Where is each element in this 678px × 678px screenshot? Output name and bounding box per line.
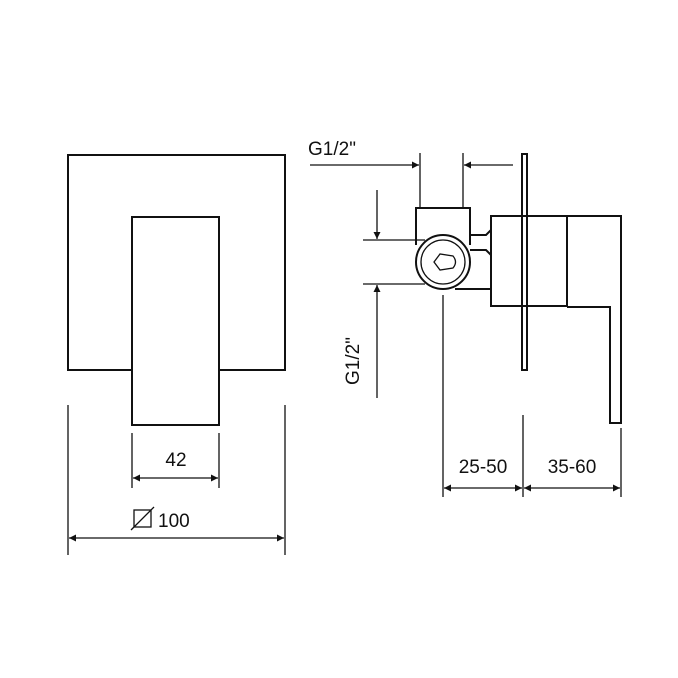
valve-body — [490, 215, 568, 307]
side-view: G1/2" G1/2" 25-50 35-60 — [308, 139, 622, 497]
diameter-icon — [130, 506, 155, 531]
dimension-label-100: 100 — [158, 511, 190, 532]
thread-label-side: G1/2" — [343, 337, 364, 385]
outlet-key — [433, 253, 457, 271]
fitting-top — [415, 207, 471, 245]
dimension-label-35-60: 35-60 — [548, 457, 597, 478]
thread-outlet-outer — [415, 234, 471, 290]
handle-outline — [131, 216, 220, 426]
thread-label-top: G1/2" — [308, 139, 356, 160]
lever-handle — [567, 215, 622, 424]
wall-plate — [521, 153, 528, 371]
dimension-label-42: 42 — [165, 450, 186, 471]
dimension-label-25-50: 25-50 — [459, 457, 508, 478]
front-view: 42 100 — [67, 154, 286, 555]
connector — [470, 229, 492, 256]
thread-outlet-inner — [420, 239, 466, 285]
